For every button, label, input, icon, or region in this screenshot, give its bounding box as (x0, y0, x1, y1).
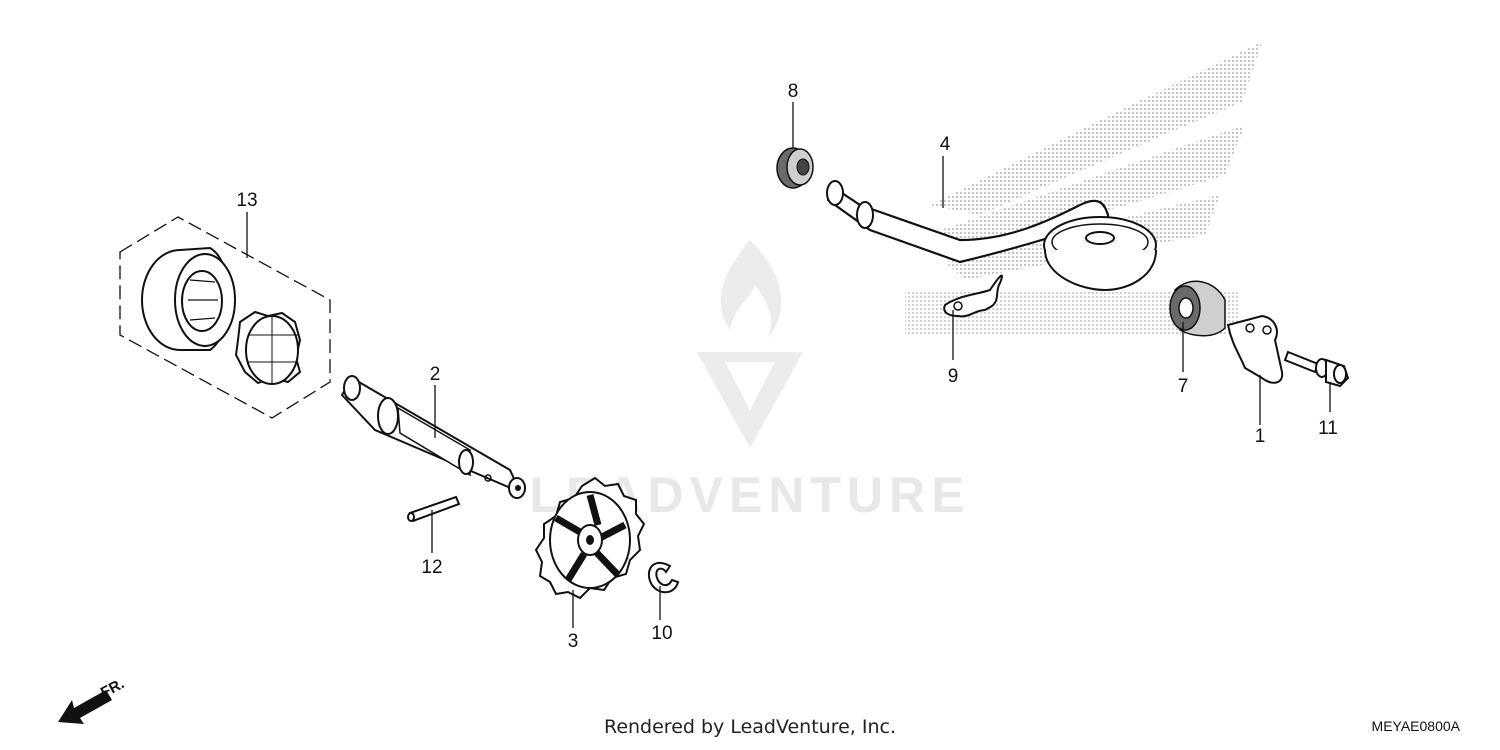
part-7-seal (1169, 280, 1226, 337)
part-13-rotor-set (119, 216, 331, 419)
diagram-code: MEYAE0800A (1371, 718, 1460, 734)
part-11-bolt (1283, 350, 1350, 388)
callout-9: 9 (948, 366, 959, 387)
part-1-holder (1226, 314, 1284, 384)
callout-8: 8 (788, 81, 799, 102)
callout-13: 13 (236, 190, 257, 211)
part-4-strainer-pipe (826, 180, 1157, 292)
callout-10: 10 (651, 623, 672, 644)
part-10-circlip (647, 561, 680, 594)
part-9-lock-plate (943, 274, 1003, 318)
callout-2: 2 (430, 364, 441, 385)
callout-1: 1 (1255, 426, 1266, 447)
callout-numbers: 1 2 3 4 7 8 9 10 11 12 13 (236, 81, 1337, 652)
direction-arrow-icon (58, 690, 112, 724)
part-8-grommet (776, 147, 814, 189)
callout-12: 12 (421, 557, 442, 578)
part-2-pump-shaft (340, 375, 526, 499)
callout-11: 11 (1318, 418, 1338, 439)
callout-4: 4 (940, 134, 951, 155)
part-12-pin (407, 495, 461, 523)
footer-credit: Rendered by LeadVenture, Inc. (603, 716, 897, 738)
callout-3: 3 (568, 631, 579, 652)
leader-lines (246, 102, 1331, 628)
part-3-gear (534, 476, 646, 600)
callout-7: 7 (1178, 376, 1189, 397)
